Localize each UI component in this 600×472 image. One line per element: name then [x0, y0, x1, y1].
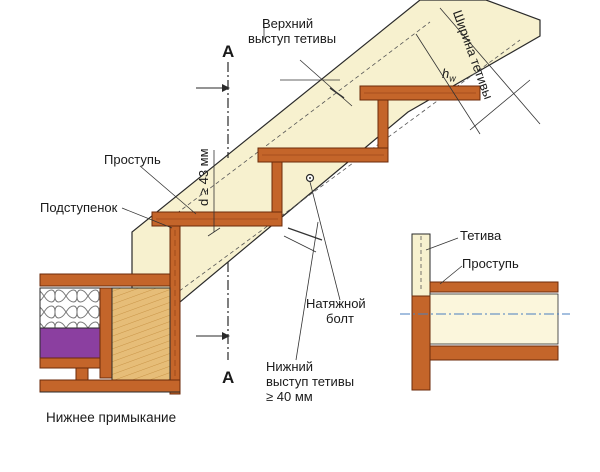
upper-overhang-dimension	[263, 20, 353, 107]
label-tread: Проступь	[104, 152, 161, 167]
hw-symbol: h	[442, 66, 450, 81]
leader-lower-overhang	[295, 221, 319, 361]
stringer-top-dashed	[159, 21, 431, 227]
label-lower-overhang-1: Нижний	[266, 359, 314, 374]
label-lower-overhang-3: ≥ 40 мм	[266, 389, 313, 404]
label-lower-overhang-2: выступ тетивы	[266, 374, 355, 389]
label-bottom-junction: Нижнее примыкание	[46, 410, 177, 425]
stairs	[151, 85, 481, 395]
label-section-tread: Проступь	[462, 256, 519, 271]
label-upper-overhang-1: Верхний	[262, 16, 314, 31]
section-mark-top: A	[222, 42, 235, 61]
label-tension-bolt-2: болт	[326, 311, 354, 326]
label-hw: hw	[442, 66, 456, 87]
leader-riser	[121, 207, 173, 229]
hw-subscript: w	[449, 73, 456, 84]
label-upper-overhang-2: выступ тетивы	[248, 31, 337, 46]
label-riser: Подступенок	[40, 200, 118, 215]
stringer-width-dimension	[415, 7, 541, 135]
leader-bolt	[309, 181, 341, 301]
label-tension-bolt-1: Натяжной	[306, 296, 366, 311]
section-mark-bottom: A	[222, 368, 235, 387]
bottom-junction	[39, 273, 181, 393]
section-cut-line	[196, 62, 230, 360]
label-section-stringer: Тетива	[460, 228, 502, 243]
leader-tread	[139, 165, 197, 215]
thickness-dimension	[207, 150, 221, 237]
label-thickness: d ≥ 43 мм	[196, 148, 211, 206]
section-detail	[400, 233, 570, 391]
